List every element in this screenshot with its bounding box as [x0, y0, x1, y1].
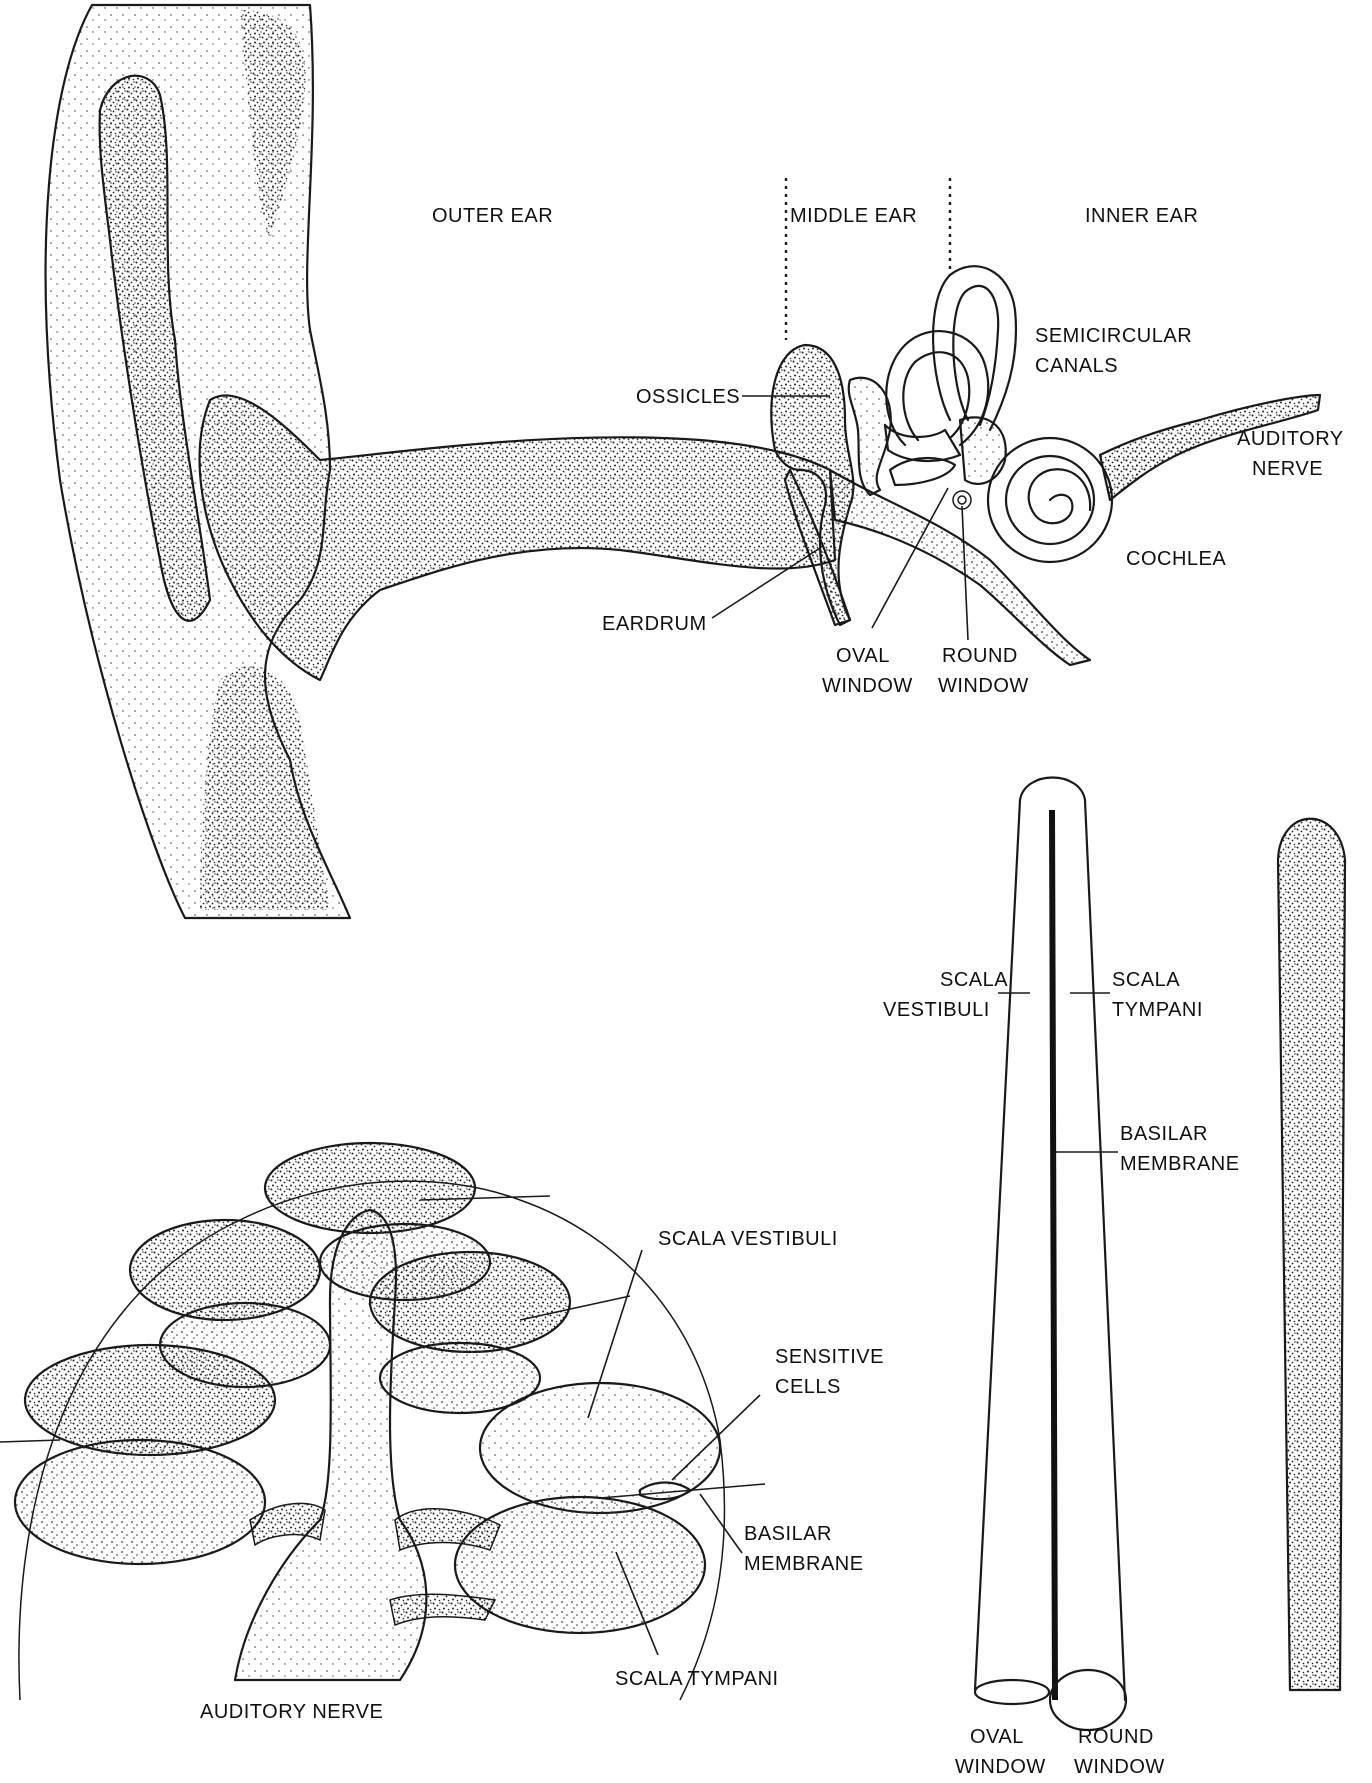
top-chamber-upper: [265, 1143, 475, 1233]
uncoiled-basilar-label-line1: BASILAR: [1120, 1123, 1208, 1145]
uncoiled-round-window-label-line1: ROUND: [1078, 1726, 1154, 1748]
basilar-membrane-label-line1: BASILAR: [744, 1523, 832, 1545]
semicircular-canals: [885, 266, 1016, 484]
uncoiled-oval-window-label-line2: WINDOW: [955, 1756, 1046, 1778]
uncoiled-basilar-membrane: [1052, 810, 1055, 1700]
uncoiled-tympani-label-line1: SCALA: [1112, 969, 1180, 991]
basilar-membrane-label-line2: MEMBRANE: [744, 1553, 864, 1575]
ossicles-label: OSSICLES: [636, 386, 740, 408]
cochlea-cross-section: SCALA VESTIBULI SENSITIVE CELLS BASILAR …: [0, 1143, 884, 1723]
auditory-nerve-bottom-label: AUDITORY NERVE: [200, 1701, 383, 1723]
uncoiled-tympani-label-line2: TYMPANI: [1112, 999, 1203, 1021]
basal-left-chamber-upper: [25, 1345, 275, 1455]
scala-tympani-label: SCALA TYMPANI: [615, 1668, 779, 1690]
outer-ear-label: OUTER EAR: [432, 205, 553, 227]
inner-ear-label: INNER EAR: [1085, 205, 1198, 227]
oval-window-end: [975, 1680, 1049, 1704]
pinna-lobe-shading: [200, 666, 330, 910]
incus-shape: [849, 378, 891, 495]
middle-ear-label: MIDDLE EAR: [790, 205, 917, 227]
basal-left-chamber-lower: [15, 1440, 265, 1564]
round-window-end: [1050, 1670, 1126, 1730]
mid-right-chamber-upper: [370, 1252, 570, 1352]
cochlea-label: COCHLEA: [1126, 548, 1226, 570]
oval-window-label-line2: WINDOW: [822, 675, 913, 697]
uncoiled-round-window-label-line2: WINDOW: [1074, 1756, 1165, 1778]
eardrum-label: EARDRUM: [602, 613, 707, 635]
uncoiled-basilar-label-line2: MEMBRANE: [1120, 1153, 1240, 1175]
basilar-membrane-leader: [700, 1494, 742, 1553]
auditory-nerve-label-line1: AUDITORY: [1237, 428, 1344, 450]
uncoiled-cochlea: SCALA VESTIBULI SCALA TYMPANI BASILAR ME…: [883, 778, 1240, 1779]
oval-window-label-line1: OVAL: [836, 645, 890, 667]
sensitive-cells-label-line1: SENSITIVE: [775, 1346, 884, 1368]
semicircular-label-line2: CANALS: [1035, 355, 1118, 377]
scala-vestibuli-label: SCALA VESTIBULI: [658, 1228, 838, 1250]
uncoiled-oval-window-label-line1: OVAL: [970, 1726, 1024, 1748]
auditory-nerve-label-line2: NERVE: [1252, 458, 1323, 480]
ear-cross-section: OUTER EAR MIDDLE EAR INNER EAR OSSICLES …: [46, 5, 1344, 918]
basilar-membrane-strip: [1278, 819, 1345, 1690]
uncoiled-vestibuli-label-line2: VESTIBULI: [883, 999, 990, 1021]
sensitive-cells-label-line2: CELLS: [775, 1376, 841, 1398]
semicircular-label-line1: SEMICIRCULAR: [1035, 325, 1192, 347]
stapes-shape: [890, 458, 955, 485]
uncoiled-vestibuli-label-line1: SCALA: [940, 969, 1008, 991]
ear-canal: [200, 395, 835, 680]
basal-right-chamber-lower: [455, 1497, 705, 1633]
round-window-label-line1: ROUND: [942, 645, 1018, 667]
round-window-label-line2: WINDOW: [938, 675, 1029, 697]
